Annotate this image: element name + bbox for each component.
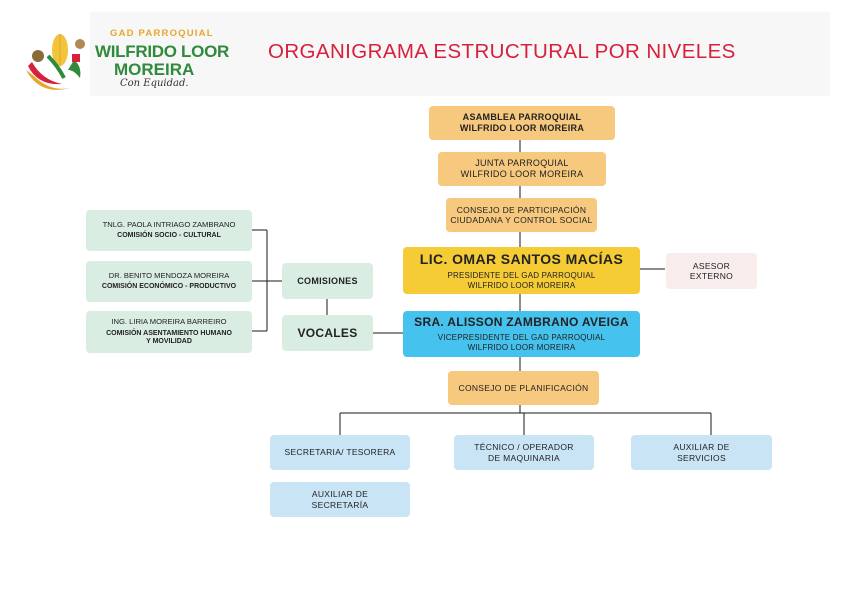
gad-logo: GAD PARROQUIAL WILFRIDO LOOR MOREIRA Con… [20, 26, 229, 98]
vicepresidente-role-line2: WILFRIDO LOOR MOREIRA [467, 342, 576, 352]
header-band [90, 12, 830, 96]
node-vocales: VOCALES [282, 315, 373, 351]
asesor-line2: EXTERNO [689, 271, 734, 281]
asamblea-line2: WILFRIDO LOOR MOREIRA [459, 123, 585, 133]
consejo-participacion-line1: CONSEJO DE PARTICIPACIÓN [456, 204, 587, 215]
auxiliar-secretaria-line2: SECRETARÍA [311, 499, 369, 510]
node-comisiones: COMISIONES [282, 263, 373, 299]
tecnico-line2: DE MAQUINARIA [488, 452, 560, 463]
presidente-role-line2: WILFRIDO LOOR MOREIRA [467, 280, 576, 290]
vocal3-commission-line2: Y MOVILIDAD [146, 338, 192, 346]
auxiliar-servicios-line2: SERVICIOS [677, 452, 726, 463]
node-vocal-3: ING. LIRIA MOREIRA BARREIRO COMISIÓN ASE… [86, 311, 252, 353]
tecnico-line1: TÉCNICO / OPERADOR [474, 442, 574, 453]
vicepresidente-name: SRA. ALISSON ZAMBRANO AVEIGA [414, 315, 629, 330]
node-vocal-1: TNLG. PAOLA INTRIAGO ZAMBRANO COMISIÓN S… [86, 210, 252, 251]
node-consejo-participacion: CONSEJO DE PARTICIPACIÓN CIUDADANA Y CON… [446, 198, 597, 232]
junta-line2: WILFRIDO LOOR MOREIRA [460, 169, 584, 179]
asesor-line1: ASESOR [692, 260, 731, 271]
vocal3-commission-line1: COMISIÓN ASENTAMIENTO HUMANO [106, 329, 232, 337]
node-asesor-externo: ASESOR EXTERNO [666, 253, 757, 289]
logo-tagline: Con Equidad. [120, 78, 189, 89]
node-presidente: LIC. OMAR SANTOS MACÍAS PRESIDENTE DEL G… [403, 247, 640, 294]
page-title: ORGANIGRAMA ESTRUCTURAL POR NIVELES [268, 40, 736, 63]
presidente-role-line1: PRESIDENTE DEL GAD PARROQUIAL [447, 270, 596, 280]
node-asamblea-parroquial: ASAMBLEA PARROQUIAL WILFRIDO LOOR MOREIR… [429, 106, 615, 140]
vocales-label: VOCALES [297, 325, 358, 340]
auxiliar-servicios-line1: AUXILIAR DE [673, 442, 730, 453]
comisiones-label: COMISIONES [297, 275, 358, 286]
node-consejo-planificacion: CONSEJO DE PLANIFICACIÓN [448, 371, 599, 405]
vocal2-commission: COMISIÓN ECONÓMICO - PRODUCTIVO [101, 283, 237, 291]
secretaria-label: SECRETARIA/ TESORERA [284, 447, 396, 458]
presidente-name: LIC. OMAR SANTOS MACÍAS [419, 250, 624, 267]
logo-emblem-icon [26, 34, 85, 90]
asamblea-line1: ASAMBLEA PARROQUIAL [462, 112, 582, 123]
vicepresidente-role-line1: VICEPRESIDENTE DEL GAD PARROQUIAL [437, 333, 606, 343]
node-tecnico-operador: TÉCNICO / OPERADOR DE MAQUINARIA [454, 435, 594, 470]
consejo-planificacion-label: CONSEJO DE PLANIFICACIÓN [458, 382, 589, 393]
vocal1-name: TNLG. PAOLA INTRIAGO ZAMBRANO [102, 220, 236, 230]
node-auxiliar-servicios: AUXILIAR DE SERVICIOS [631, 435, 772, 470]
auxiliar-secretaria-line1: AUXILIAR DE [311, 489, 369, 500]
vocal3-name: ING. LIRIA MOREIRA BARREIRO [111, 317, 227, 327]
vocal2-name: DR. BENITO MENDOZA MOREIRA [108, 271, 230, 281]
node-vocal-2: DR. BENITO MENDOZA MOREIRA COMISIÓN ECON… [86, 261, 252, 302]
consejo-participacion-line2: CIUDADANA Y CONTROL SOCIAL [450, 215, 593, 225]
node-vicepresidente: SRA. ALISSON ZAMBRANO AVEIGA VICEPRESIDE… [403, 311, 640, 357]
node-secretaria-tesorera: SECRETARIA/ TESORERA [270, 435, 410, 470]
node-junta-parroquial: JUNTA PARROQUIAL WILFRIDO LOOR MOREIRA [438, 152, 606, 186]
logo-gad-text: GAD PARROQUIAL [110, 28, 214, 39]
junta-line1: JUNTA PARROQUIAL [475, 158, 569, 169]
node-auxiliar-secretaria: AUXILIAR DE SECRETARÍA [270, 482, 410, 517]
logo-name-line1: WILFRIDO LOOR [95, 42, 229, 61]
logo-name-line2: MOREIRA [114, 60, 195, 79]
vocal1-commission: COMISIÓN SOCIO - CULTURAL [117, 232, 221, 240]
